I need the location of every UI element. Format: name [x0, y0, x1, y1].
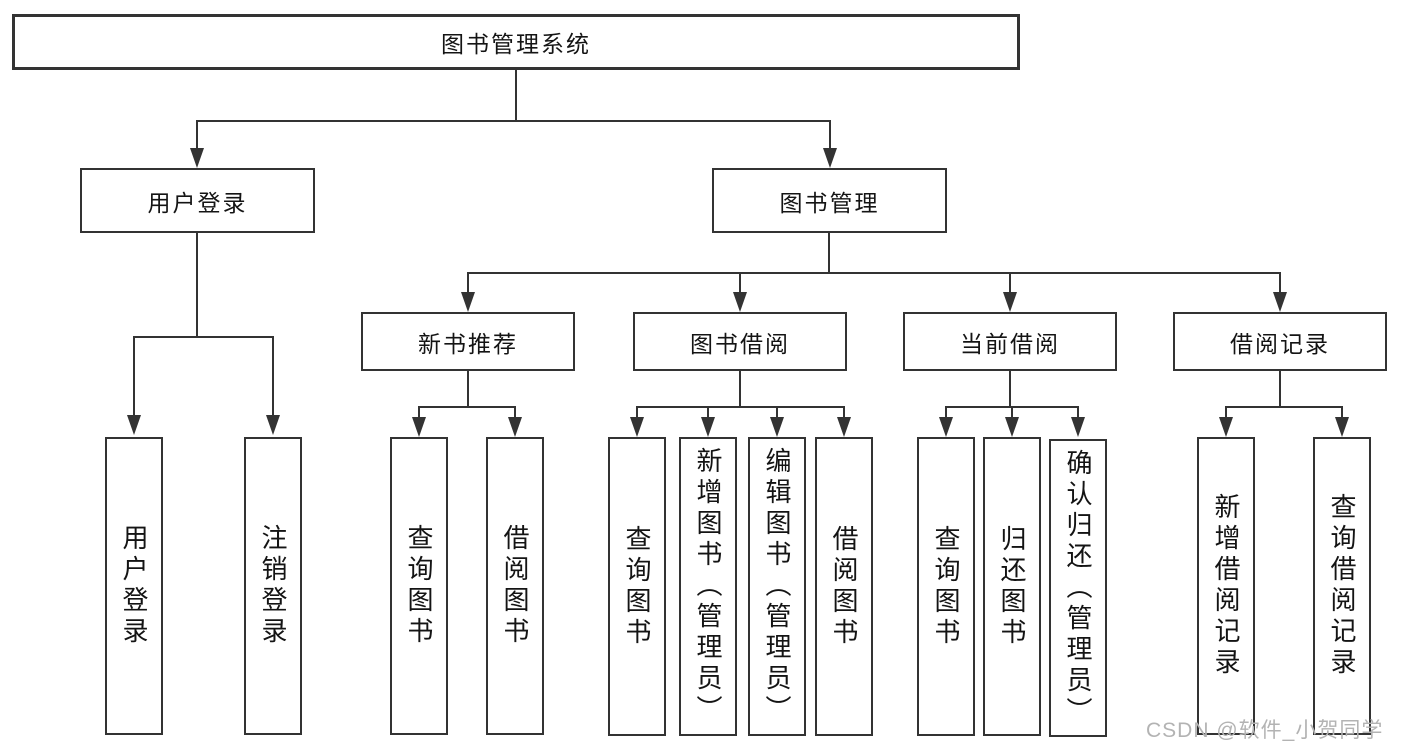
arrowhead	[266, 415, 280, 435]
connector	[1011, 406, 1013, 420]
leaf-logout-label: 注销登录	[258, 524, 288, 648]
connector	[196, 233, 198, 338]
leaf-newbooks-borrow: 借阅图书	[486, 437, 544, 735]
leaf-current-confirm-label: 确认归还（管理员）	[1063, 448, 1093, 728]
connector	[945, 406, 947, 420]
node-new-books: 新书推荐	[361, 312, 575, 371]
leaf-borrow-add-label: 新增图书（管理员）	[693, 447, 723, 726]
leaf-borrow-edit: 编辑图书（管理员）	[748, 437, 806, 736]
connector	[636, 406, 638, 420]
connector	[196, 120, 198, 152]
leaf-records-query-label: 查询借阅记录	[1327, 493, 1357, 679]
node-new-books-label: 新书推荐	[418, 330, 518, 357]
node-user-login: 用户登录	[80, 168, 315, 233]
arrowhead	[630, 417, 644, 437]
arrowhead	[837, 417, 851, 437]
arrowhead	[701, 417, 715, 437]
connector	[272, 336, 274, 418]
node-current-borrow-label: 当前借阅	[960, 330, 1060, 357]
node-user-login-label: 用户登录	[147, 189, 248, 216]
arrowhead	[823, 148, 837, 168]
node-current-borrow: 当前借阅	[903, 312, 1117, 371]
connector	[1009, 272, 1011, 296]
leaf-newbooks-query: 查询图书	[390, 437, 448, 735]
node-root: 图书管理系统	[12, 14, 1020, 70]
arrowhead	[127, 415, 141, 435]
arrowhead	[1273, 292, 1287, 312]
connector	[1279, 272, 1281, 296]
leaf-user-login: 用户登录	[105, 437, 163, 735]
leaf-newbooks-borrow-label: 借阅图书	[500, 524, 530, 648]
node-borrow-records: 借阅记录	[1173, 312, 1387, 371]
node-book-borrow-label: 图书借阅	[690, 330, 790, 357]
leaf-borrow-edit-label: 编辑图书（管理员）	[762, 447, 792, 726]
arrowhead	[1003, 292, 1017, 312]
leaf-records-add-label: 新增借阅记录	[1211, 493, 1241, 679]
node-book-management-label: 图书管理	[779, 189, 880, 216]
arrowhead	[190, 148, 204, 168]
connector	[467, 272, 469, 296]
arrowhead	[461, 292, 475, 312]
arrowhead	[1219, 417, 1233, 437]
arrowhead	[770, 417, 784, 437]
connector	[514, 406, 516, 420]
node-book-borrow: 图书借阅	[633, 312, 847, 371]
arrowhead	[1071, 417, 1085, 437]
arrowhead	[1005, 417, 1019, 437]
connector	[739, 272, 741, 296]
leaf-borrow-add: 新增图书（管理员）	[679, 437, 737, 736]
connector	[196, 120, 831, 122]
leaf-user-login-label: 用户登录	[119, 524, 149, 648]
connector	[739, 371, 741, 408]
arrowhead	[412, 417, 426, 437]
connector	[1077, 406, 1079, 420]
connector	[467, 371, 469, 408]
leaf-records-add: 新增借阅记录	[1197, 437, 1255, 735]
connector	[1009, 371, 1011, 408]
connector	[843, 406, 845, 420]
connector	[1341, 406, 1343, 420]
connector	[133, 336, 274, 338]
connector	[1225, 406, 1227, 420]
connector	[418, 406, 516, 408]
leaf-borrow-borrow-label: 借阅图书	[829, 524, 859, 649]
connector	[515, 70, 517, 122]
connector	[1225, 406, 1343, 408]
connector	[133, 336, 135, 418]
connector	[467, 272, 1281, 274]
leaf-borrow-query-label: 查询图书	[622, 524, 652, 649]
connector	[1279, 371, 1281, 408]
connector	[636, 406, 845, 408]
arrowhead	[508, 417, 522, 437]
connector	[828, 233, 830, 274]
leaf-records-query: 查询借阅记录	[1313, 437, 1371, 735]
leaf-current-return-label: 归还图书	[997, 524, 1027, 649]
leaf-current-query: 查询图书	[917, 437, 975, 736]
arrowhead	[939, 417, 953, 437]
leaf-current-confirm: 确认归还（管理员）	[1049, 439, 1107, 737]
node-root-label: 图书管理系统	[441, 31, 591, 57]
arrowhead	[733, 292, 747, 312]
leaf-newbooks-query-label: 查询图书	[404, 524, 434, 648]
leaf-borrow-query: 查询图书	[608, 437, 666, 736]
arrowhead	[1335, 417, 1349, 437]
connector	[776, 406, 778, 420]
watermark: CSDN @软件_小贺同学	[1146, 719, 1384, 742]
connector	[829, 120, 831, 152]
leaf-borrow-borrow: 借阅图书	[815, 437, 873, 736]
node-borrow-records-label: 借阅记录	[1230, 330, 1330, 357]
connector	[418, 406, 420, 420]
leaf-current-return: 归还图书	[983, 437, 1041, 736]
node-book-management: 图书管理	[712, 168, 947, 233]
leaf-current-query-label: 查询图书	[931, 524, 961, 649]
leaf-logout: 注销登录	[244, 437, 302, 735]
connector	[707, 406, 709, 420]
